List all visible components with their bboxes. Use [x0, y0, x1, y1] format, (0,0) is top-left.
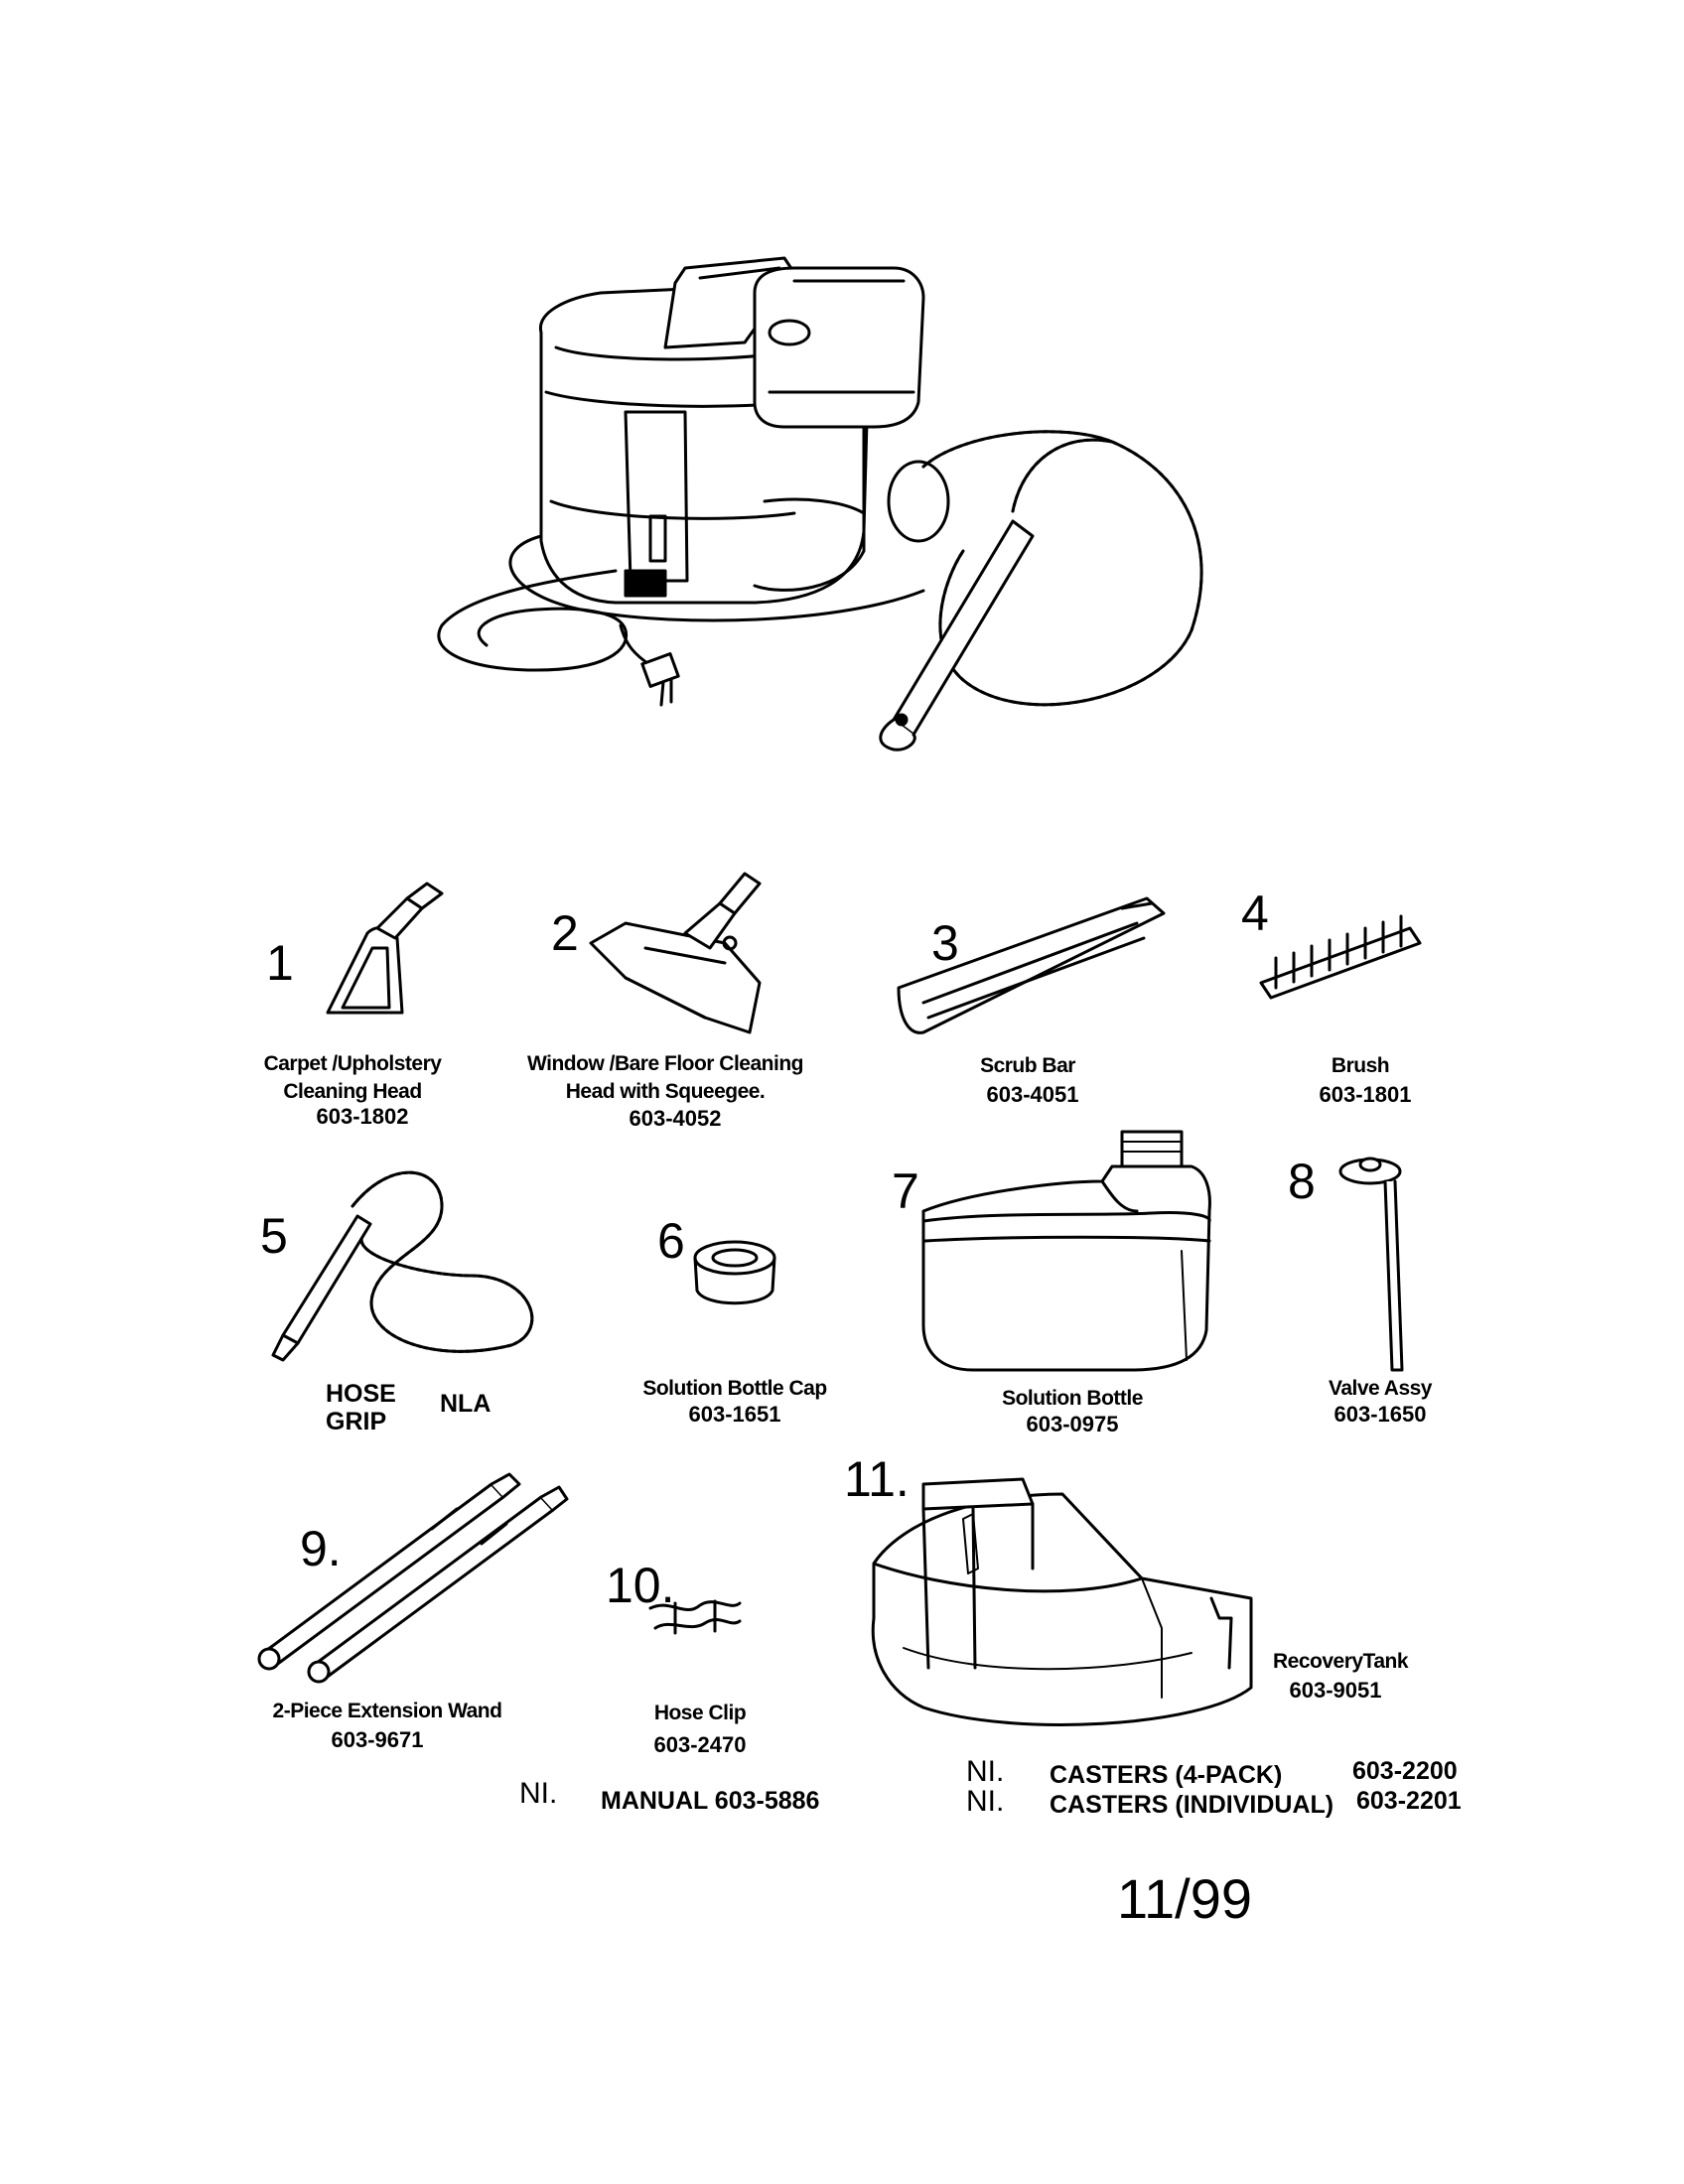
floor-head-icon: [589, 872, 762, 1034]
hose-icon: [271, 1170, 534, 1362]
casters-individual-part: 603-2201: [1356, 1787, 1462, 1815]
part-number: 8: [1288, 1154, 1316, 1209]
hose-clip-icon: [648, 1599, 742, 1635]
part-number-code: 603-9671: [331, 1727, 424, 1752]
part-number: 7: [892, 1163, 919, 1219]
part-number-code: 603-1801: [1319, 1082, 1412, 1107]
note-prefix: NI.: [966, 1785, 1005, 1818]
part-description: 2-Piece Extension Wand: [272, 1700, 502, 1722]
part-description: Solution Bottle Cap: [642, 1377, 827, 1400]
part-number: 10.: [606, 1558, 675, 1613]
nla-label: NLA: [440, 1390, 491, 1418]
part-number: 5: [260, 1208, 288, 1264]
upholstery-head-icon: [326, 882, 444, 1015]
hose-label: HOSE GRIP: [326, 1380, 396, 1435]
note-prefix: NI.: [519, 1777, 558, 1810]
part-number: 6: [657, 1213, 685, 1269]
part-number-code: 603-1650: [1333, 1402, 1427, 1427]
part-number: 2: [551, 905, 579, 961]
part-number-code: 603-1651: [688, 1402, 781, 1427]
part-number: 9.: [300, 1521, 342, 1576]
part-description: Valve Assy: [1329, 1377, 1432, 1400]
part-number-code: 603-0975: [1026, 1412, 1119, 1436]
manual-note: MANUAL 603-5886: [601, 1787, 820, 1815]
part-description: Carpet /Upholstery Cleaning Head: [263, 1052, 442, 1103]
valve-icon: [1338, 1157, 1404, 1372]
note-prefix: NI.: [966, 1755, 1005, 1788]
part-number: 11.: [844, 1451, 910, 1507]
part-description: Hose Clip: [653, 1702, 747, 1724]
bottle-cap-icon: [693, 1240, 776, 1305]
part-number: 4: [1241, 886, 1269, 941]
part-number: 1: [266, 935, 294, 991]
scrub-bar-icon: [897, 896, 1166, 1034]
brush-icon: [1259, 914, 1422, 1000]
part-number-code: 603-1802: [316, 1104, 409, 1129]
part-number-code: 603-9051: [1289, 1678, 1382, 1703]
part-description: RecoveryTank: [1272, 1650, 1409, 1673]
carpet-cleaner-machine-icon: [437, 256, 1203, 751]
casters-4pack-part: 603-2200: [1352, 1757, 1458, 1785]
part-description: Brush: [1331, 1054, 1390, 1077]
part-number: 3: [931, 915, 959, 971]
casters-individual-note: CASTERS (INDIVIDUAL): [1050, 1791, 1334, 1819]
recovery-tank-icon: [871, 1477, 1253, 1726]
date-code: 11/99: [1117, 1867, 1252, 1930]
part-number-code: 603-2470: [653, 1732, 747, 1757]
part-description: Window /Bare Floor Cleaning Head with Sq…: [527, 1052, 804, 1103]
part-number-code: 603-4051: [986, 1082, 1079, 1107]
extension-wand-icon: [257, 1472, 569, 1684]
solution-bottle-icon: [921, 1130, 1211, 1372]
part-description: Scrub Bar: [980, 1054, 1075, 1077]
part-number-code: 603-4052: [629, 1106, 722, 1131]
part-description: Solution Bottle: [1002, 1387, 1143, 1410]
casters-4pack-note: CASTERS (4-PACK): [1050, 1761, 1283, 1789]
